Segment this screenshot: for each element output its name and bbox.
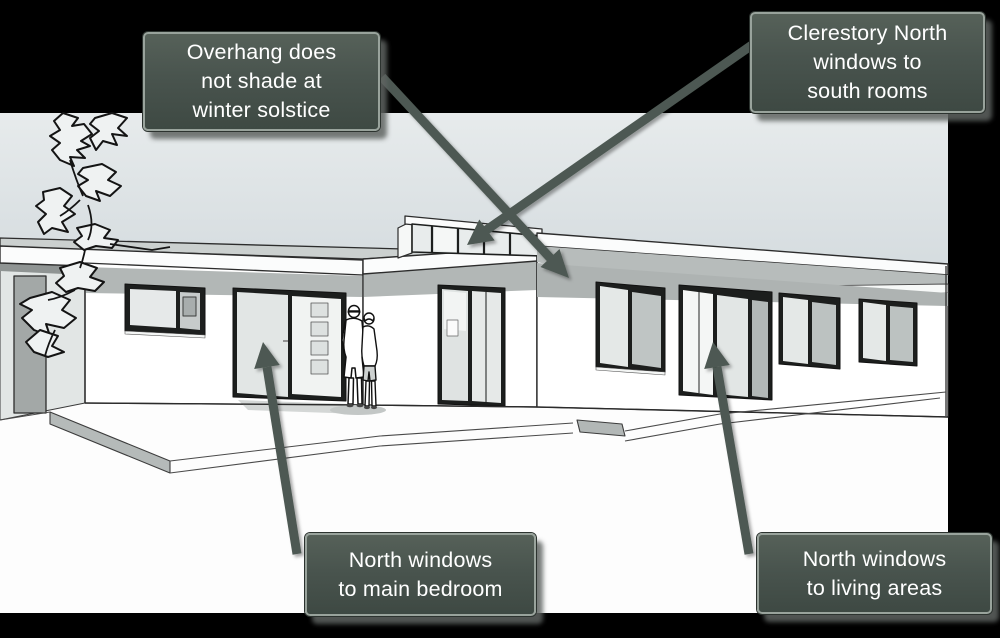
person-woman [361,312,378,410]
callout-living-line1: North windows [802,546,947,571]
arrow-bedroom [254,342,302,555]
callout-clerestory-line2: windows to [813,50,922,74]
arrow-living [704,342,754,555]
tree [19,112,171,358]
bedroom-sliding-door [232,287,360,414]
callout-clerestory-line1: Clerestory North [787,21,948,45]
callout-overhang-line1: Overhang does [186,40,337,64]
arrow-clerestory [467,34,765,245]
window-pair-b [778,292,841,370]
callout-bedroom-line1: North windows [348,547,493,572]
ribbon-window [124,283,206,339]
callout-overhang: Overhang does not shade at winter solsti… [143,32,380,131]
right-wing [536,232,949,418]
callout-clerestory-line3: south rooms [807,79,928,103]
person-man [341,304,365,408]
window-pair-a [595,281,666,376]
callout-living: North windows to living areas [757,533,992,614]
terrace [0,391,947,474]
annotation-arrows [254,34,765,555]
arrow-overhang [378,73,569,278]
callout-living-line2: to living areas [806,575,943,600]
window-pair-c [858,298,918,367]
people [330,304,386,415]
center-glass-doors [437,284,506,407]
house [0,215,949,474]
living-area-door [678,284,773,401]
callout-bedroom-line2: to main bedroom [338,576,503,601]
callout-bedroom: North windows to main bedroom [305,533,536,616]
callout-clerestory: Clerestory North windows to south rooms [750,12,985,113]
callout-overhang-line2: not shade at [201,69,322,93]
callout-overhang-line3: winter solstice [192,98,331,122]
center-block [362,246,538,408]
